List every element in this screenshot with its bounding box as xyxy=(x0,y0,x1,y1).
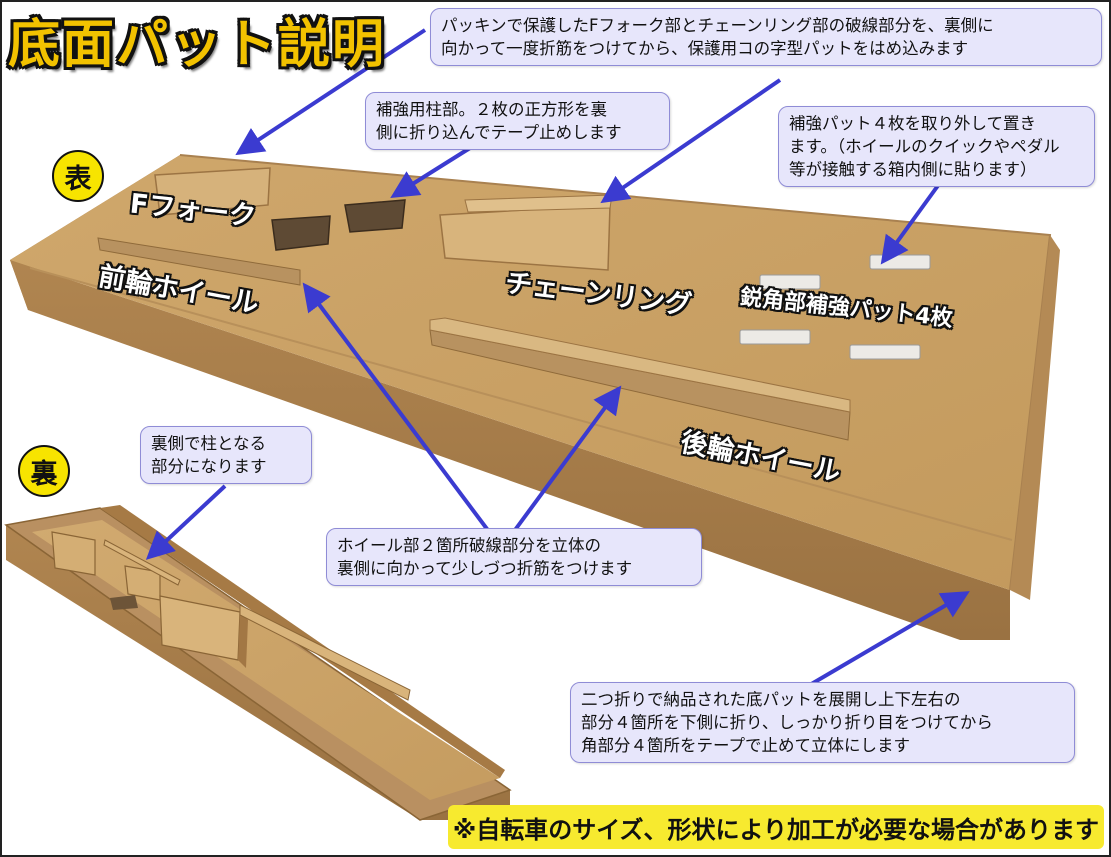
front-pad-top-face xyxy=(10,155,1050,590)
pillar-cutout-2 xyxy=(344,199,406,233)
pillar-cutout-1 xyxy=(271,215,331,251)
callout-back-pillar: 裏側で柱となる 部分になります xyxy=(140,426,312,484)
callout-wheel-fold: ホイール部２箇所破線部分を立体の 裏側に向かって少しづつ折筋をつけます xyxy=(326,528,702,586)
callout-pillar: 補強用柱部。２枚の正方形を裏 側に折り込んでテープ止めします xyxy=(365,92,670,150)
back-rib xyxy=(239,604,411,701)
front-wheel-slot xyxy=(97,237,301,286)
callout-arrows xyxy=(145,28,970,688)
arrow-to-pads xyxy=(880,178,944,265)
fork-flap xyxy=(154,167,271,216)
arrow-to-pillar xyxy=(390,146,472,198)
reinforcement-pad-1 xyxy=(759,274,821,290)
reinforcement-pad-2 xyxy=(869,254,931,270)
arrow-to-back-pillar xyxy=(145,484,227,560)
arrow-to-edge xyxy=(806,591,970,688)
callout-pads: 補強パット４枚を取り外して置き ます。（ホイールのクイックやペダル 等が接触する… xyxy=(778,106,1095,187)
back-tray xyxy=(4,505,512,821)
size-note: ※自転車のサイズ、形状により加工が必要な場合があります xyxy=(448,805,1104,849)
arrow-to-front-wheel xyxy=(302,282,492,535)
arrow-to-rear-wheel xyxy=(513,385,622,532)
back-badge: 裏 xyxy=(18,445,70,497)
front-pad-right-end xyxy=(1010,235,1060,600)
page-title: 底面パット説明 xyxy=(8,15,387,75)
front-pad xyxy=(10,154,1060,640)
reinforcement-pad-4 xyxy=(849,344,921,360)
front-badge: 表 xyxy=(52,150,104,202)
reinforcement-pad-3 xyxy=(739,329,811,345)
callout-fork-chainring: パッキンで保護したFフォーク部とチェーンリング部の破線部分を、裏側に 向かって一… xyxy=(430,8,1102,66)
chainring-flap-top xyxy=(464,194,613,213)
chainring-flap xyxy=(439,204,611,271)
arrow-to-chainring xyxy=(600,78,782,204)
rear-wheel-flap xyxy=(429,317,851,413)
callout-unfold: 二つ折りで納品された底パットを展開し上下左右の 部分４箇所を下側に折り、しっかり… xyxy=(570,682,1075,763)
front-pad-side-face xyxy=(10,260,1010,640)
arrow-to-fork xyxy=(235,28,427,156)
back-pillar-1 xyxy=(51,531,96,576)
